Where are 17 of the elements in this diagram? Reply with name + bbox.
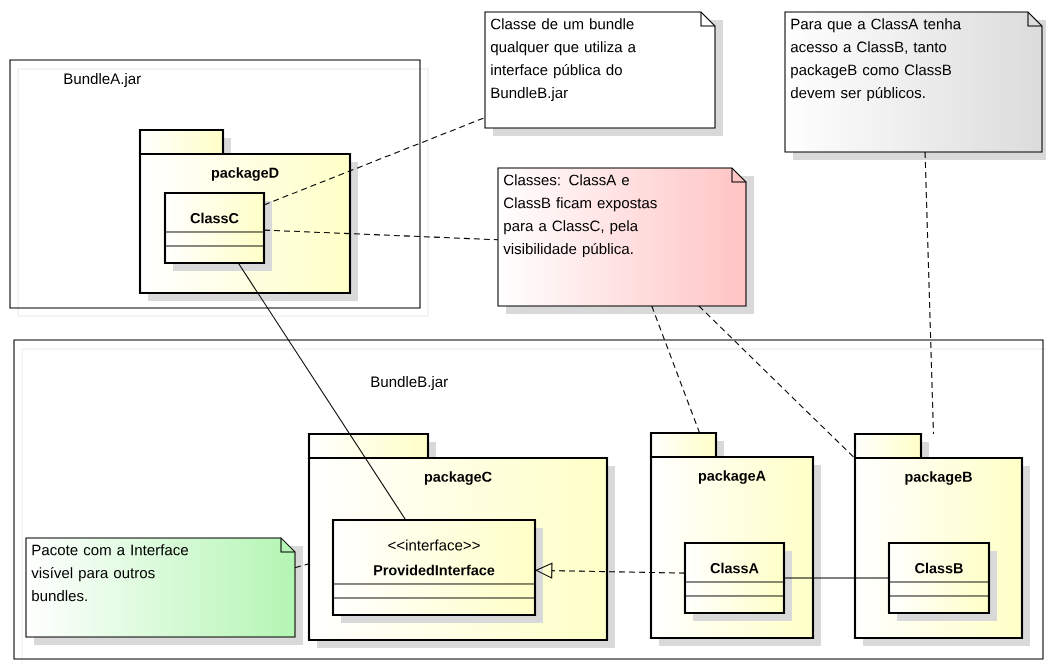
connector-line <box>651 305 701 434</box>
connector-line <box>698 305 856 459</box>
note-box: Classes: ClassA e ClassB ficam expostas para a ClassC, pela visibilidade pública. <box>497 167 754 314</box>
connector-line <box>263 229 499 241</box>
note-box: Pacote com a Interface visível para outros bundles. <box>25 537 303 645</box>
connector-line <box>924 151 935 435</box>
connector-line <box>783 577 890 579</box>
connector-line <box>294 563 310 569</box>
class-box: ClassC <box>163 191 272 271</box>
note-box: Para que a ClassA tenha acesso a ClassB, tanto packageB como ClassB devem ser públicos. <box>784 11 1046 160</box>
class-box: <<interface>> ProvidedInterface <box>331 518 543 623</box>
connector-line <box>263 117 486 206</box>
arrow <box>535 562 686 579</box>
connector-line <box>237 262 407 521</box>
class-box: ClassA <box>683 541 792 621</box>
note-box: Classe de um bundle qualquer que utiliza a interface pública do BundleB.jar <box>484 11 723 136</box>
class-box: ClassB <box>887 541 997 621</box>
